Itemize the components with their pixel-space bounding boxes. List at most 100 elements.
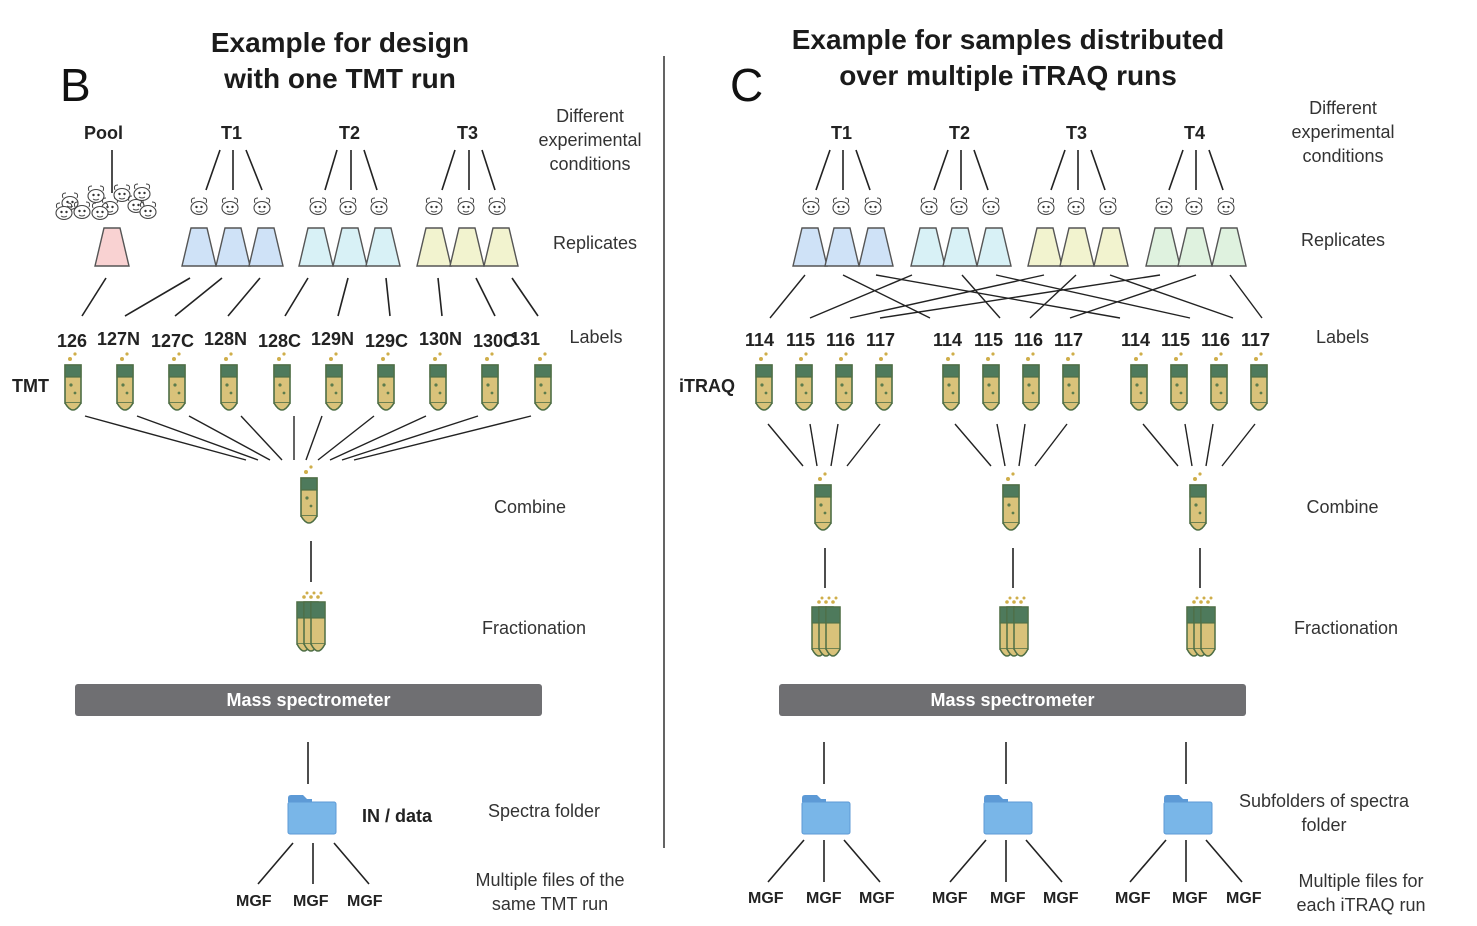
pc-t4-branch-2 [1208,149,1224,191]
pc-run1-combine-link-0 [767,423,804,467]
pb-t1-flask-icon-0 [181,227,217,267]
panel-b-label-130c: 130C [473,331,517,351]
pb-file-link-0 [257,842,294,885]
panel-c-condition-t2: T2 [949,123,971,143]
pb-t1-branch-0 [205,149,221,191]
pb-combine-link-7 [329,415,427,461]
pb-label-tube-icon-7 [429,352,447,411]
pc-label-link-2 [875,274,1121,319]
pc-label-link-10 [1069,274,1197,319]
pb-pool-mouse-icon-7 [55,202,73,221]
pc-t1-flask-icon-2 [858,227,894,267]
pb-replicate-mouse-icon-6 [425,197,443,216]
pc-run3-combine-link-1 [1184,423,1193,467]
panel-c-step-combine: Combine [1306,497,1379,517]
panel-b-label-129n: 129N [311,329,355,349]
pb-label-tube-icon-2 [168,352,186,411]
panel-c-letter: C [730,59,764,111]
pc-t2-branch-0 [933,149,949,191]
panel-c-run-label: iTRAQ [679,376,735,396]
panel-c-g1-label-114: 114 [745,330,775,350]
pc-t3-branch-2 [1090,149,1106,191]
pc-run1-fraction-tubes-icon [811,596,841,657]
pc-run3-label-tube-icon-1 [1170,352,1188,411]
pb-spectra-folder-icon [287,795,337,835]
pb-pool-mouse-icon-1 [73,201,91,220]
panel-c-title-line2: over multiple iTRAQ runs [839,60,1177,91]
pb-replicate-mouse-icon-3 [309,197,327,216]
pc-t1-flask-icon-0 [792,227,828,267]
pb-combine-link-8 [341,415,479,461]
panel-b-label-127c: 127C [151,331,195,351]
panel-b-folder-label: IN / data [362,806,433,826]
pb-t2-flask-icon-0 [298,227,334,267]
panel-b-file-3: MGF [347,893,383,910]
pb-combine-link-3 [240,415,283,461]
pc-subfolder-icon-2 [1163,795,1213,835]
panel-b-label-127n: 127N [97,329,141,349]
pc-label-link-4 [961,274,1001,319]
pc-t3-branch-0 [1050,149,1066,191]
pb-t1-flask-icon-1 [215,227,251,267]
pb-file-link-2 [333,842,370,885]
pc-label-link-7 [1029,274,1077,319]
pc-run2-combine-link-2 [1018,423,1026,467]
panel-b-step-labels: Labels [569,327,623,347]
panel-c-g3-label-117: 117 [1241,330,1271,350]
pc-label-link-0 [769,274,806,319]
panel-c-step-files-l2: each iTRAQ run [1296,895,1426,915]
pc-t3-mouse-icon-0 [1037,197,1055,216]
panel-c-g3-file-3: MGF [1226,890,1262,907]
panel-c-step-folder-l2: folder [1301,815,1347,835]
pb-label-tube-icon-1 [116,352,134,411]
panel-c-mass-spectrometer-bar: Mass spectrometer [779,684,1246,716]
panel-c-g3-label-116: 116 [1201,330,1231,350]
pb-label-tube-icon-8 [481,352,499,411]
pb-t1-flask-icon-2 [248,227,284,267]
pb-label-tube-icon-5 [325,352,343,411]
pc-t3-mouse-icon-2 [1099,197,1117,216]
panel-b-condition-t3: T3 [457,123,479,143]
pc-t1-branch-2 [855,149,871,191]
panel-b-title-line2: with one TMT run [224,63,456,94]
panel-b-step-fractionation: Fractionation [481,618,587,638]
panel-c-g1-file-2: MGF [806,890,842,907]
pb-t2-branch-0 [324,149,338,191]
panel-b-step-conditions-l1: Different [556,106,624,126]
pb-replicate-mouse-icon-1 [221,197,239,216]
pb-label-link-6 [385,277,391,317]
panel-b-run-label: TMT [12,376,49,396]
pc-folder1-file-link-0 [767,839,805,883]
pc-t1-flask-icon-1 [824,227,860,267]
pc-t2-mouse-icon-2 [982,197,1000,216]
panel-c-step-replicates: Replicates [1300,230,1386,250]
pb-pool-flask-icon [94,227,130,267]
panel-c-g1-label-116: 116 [826,330,856,350]
panel-c-g2-label-117: 117 [1054,330,1084,350]
pb-label-link-0 [81,277,107,317]
pc-label-link-8 [1109,274,1234,319]
pc-t1-mouse-icon-1 [832,197,850,216]
panel-c-step-files-l1: Multiple files for [1298,871,1424,891]
pc-run3-fraction-tubes-icon [1186,596,1216,657]
panel-b-label-126: 126 [57,331,88,351]
panel-c-step-fractionation: Fractionation [1293,618,1399,638]
pc-run1-combine-link-3 [846,423,881,467]
panel-b-condition-t1: T1 [221,123,243,143]
pc-t4-mouse-icon-0 [1155,197,1173,216]
panel-c-step-folder-l1: Subfolders of spectra [1238,791,1410,811]
panel-b-title-line1: Example for design [210,27,470,58]
panel-c-g1-label-117: 117 [866,330,896,350]
pc-run1-combine-link-1 [809,423,818,467]
panel-b-file-2: MGF [293,893,329,910]
panel-b-condition-pool: Pool [84,123,123,143]
panel-b-label-131: 131 [510,329,541,349]
pc-run1-label-tube-icon-2 [835,352,853,411]
pc-run2-label-tube-icon-3 [1062,352,1080,411]
pb-t1-branch-2 [245,149,263,191]
panel-c-g2-label-114: 114 [933,330,963,350]
pc-t3-mouse-icon-1 [1067,197,1085,216]
panel-b-step-folder: Spectra folder [487,801,601,821]
